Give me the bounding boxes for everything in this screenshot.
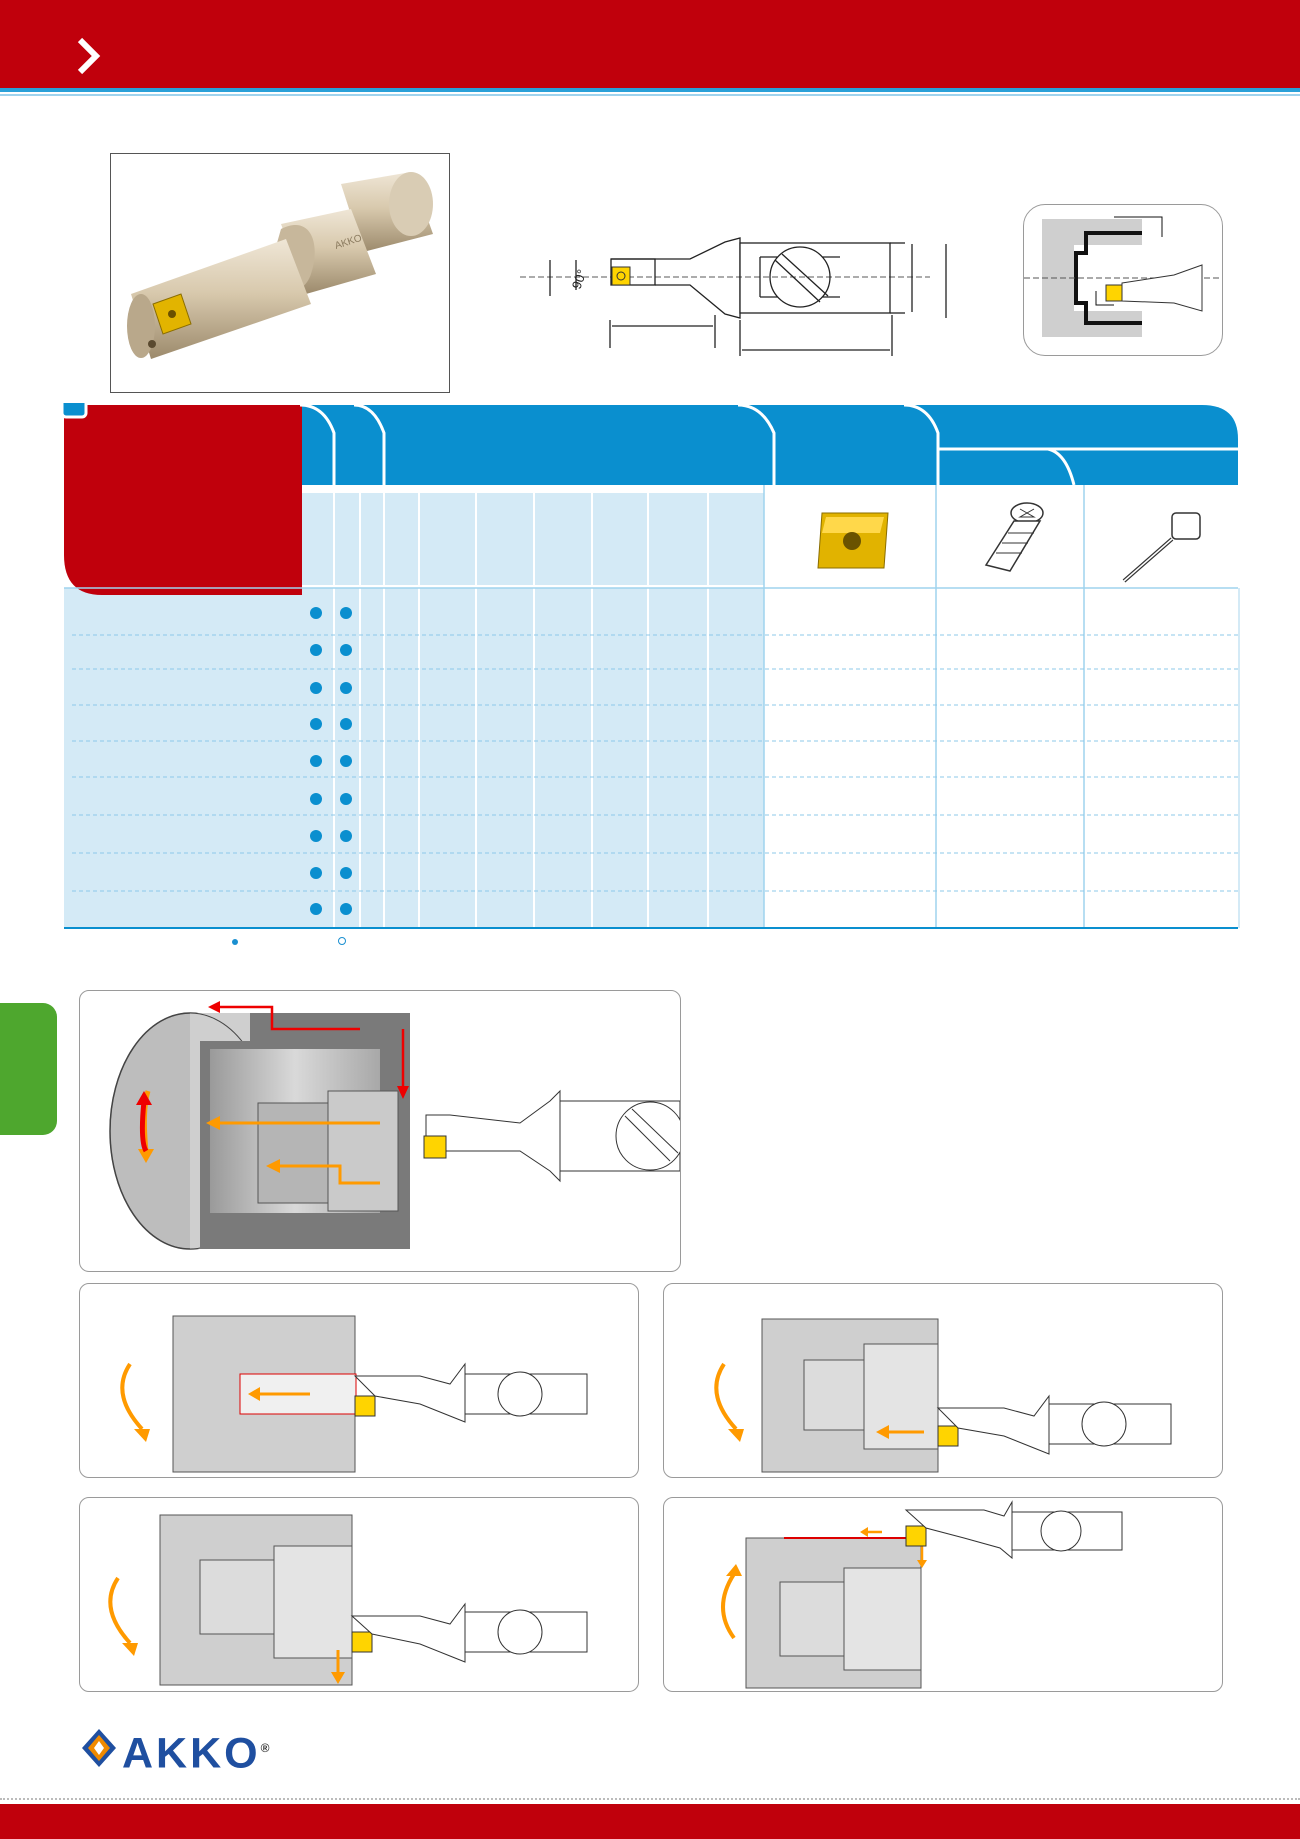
logo-wordmark: AKKO [122,1729,261,1778]
operation-illustration-main [109,1001,685,1250]
table-corner [64,405,302,595]
operation-panel-boring [663,1283,1223,1478]
akko-logo-text: AKKO® [122,1725,272,1776]
footer-dotted-line [0,1798,1300,1800]
insert-icon [817,512,889,569]
registered-mark: ® [260,1741,273,1755]
screw-icon [984,502,1044,572]
legend-open-marker [338,937,346,945]
footer-bar [0,1804,1300,1839]
operation-panel-main [79,990,685,1272]
drilling-illustration [120,1315,588,1473]
product-table [62,403,1240,929]
torx-key-icon [1122,512,1201,583]
operation-panel-outer-turning [663,1497,1223,1692]
dimension-drawing: 90° [520,237,947,356]
operations-diagram [1024,216,1222,337]
drill-photo-image: AKKO [127,172,433,359]
operation-panel-facing [79,1497,639,1692]
akko-logo-icon [82,1729,116,1767]
operation-panel-drilling [79,1283,639,1478]
header-accent-line-thin [0,94,1300,96]
product-photo: AKKO [110,153,450,393]
header-bar [0,0,1300,88]
section-side-tab [0,1003,57,1135]
operations-icon-box [1023,204,1223,356]
header-accent-line [0,88,1300,92]
facing-illustration [108,1514,588,1686]
boring-illustration [714,1318,1172,1473]
outer-turning-illustration [721,1500,1123,1689]
angle-label: 90° [569,267,590,291]
legend-filled-marker [232,939,238,945]
chevron-right-icon [77,37,101,75]
